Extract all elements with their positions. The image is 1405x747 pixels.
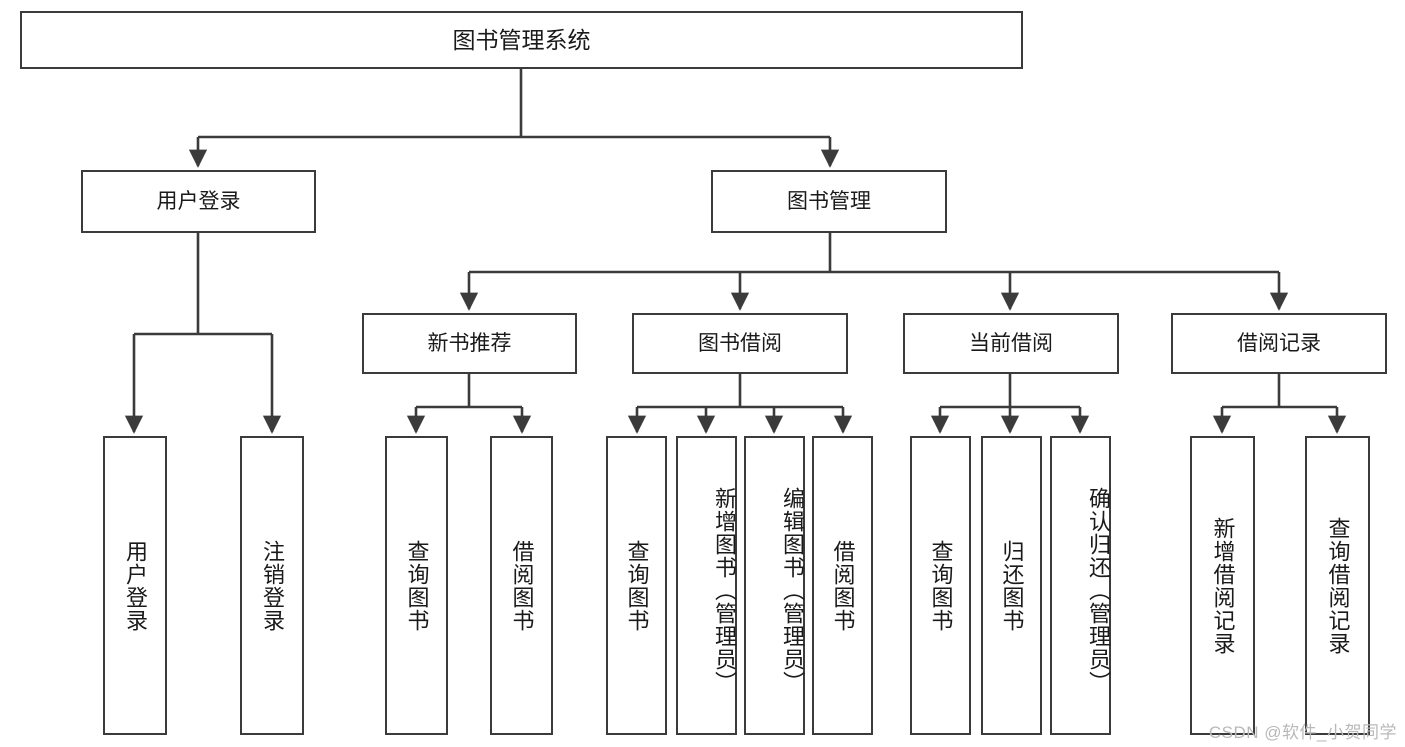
node-root-system[interactable]: 图书管理系统	[20, 11, 1023, 69]
node-book-management[interactable]: 图书管理	[711, 170, 947, 233]
node-new-book-recommend[interactable]: 新书推荐	[362, 313, 577, 374]
leaf-cb-query-book[interactable]: 查询图书	[910, 436, 971, 735]
leaf-bb-edit-book-admin[interactable]: 编辑图书（管理员）	[744, 436, 805, 735]
leaf-label: 归还图书	[999, 539, 1025, 632]
leaf-label: 查询借阅记录	[1325, 516, 1351, 655]
leaf-logout[interactable]: 注销登录	[240, 436, 304, 735]
node-book-borrow[interactable]: 图书借阅	[632, 313, 848, 374]
leaf-label: 编辑图书（管理员）	[780, 487, 805, 694]
leaf-br-query-record[interactable]: 查询借阅记录	[1305, 436, 1370, 735]
leaf-label: 查询图书	[404, 539, 430, 632]
leaf-nb-query-book[interactable]: 查询图书	[385, 436, 448, 735]
leaf-label: 借阅图书	[509, 539, 535, 632]
leaf-br-add-record[interactable]: 新增借阅记录	[1190, 436, 1255, 735]
leaf-label: 查询图书	[928, 539, 954, 632]
leaf-label: 借阅图书	[830, 539, 856, 632]
leaf-label: 确认归还（管理员）	[1086, 487, 1111, 694]
node-current-borrow[interactable]: 当前借阅	[903, 313, 1119, 374]
leaf-user-login[interactable]: 用户登录	[103, 436, 167, 735]
leaf-bb-query-book[interactable]: 查询图书	[606, 436, 667, 735]
leaf-label: 注销登录	[260, 539, 285, 632]
csdn-watermark: CSDN @软件_小贺同学	[1208, 723, 1397, 742]
leaf-label: 新增借阅记录	[1210, 516, 1236, 655]
leaf-bb-add-book-admin[interactable]: 新增图书（管理员）	[676, 436, 737, 735]
leaf-cb-return-book[interactable]: 归还图书	[981, 436, 1042, 735]
leaf-label: 用户登录	[123, 539, 148, 632]
leaf-label: 新增图书（管理员）	[712, 487, 737, 694]
node-user-login[interactable]: 用户登录	[81, 170, 316, 233]
leaf-cb-confirm-return-admin[interactable]: 确认归还（管理员）	[1050, 436, 1111, 735]
leaf-nb-borrow-book[interactable]: 借阅图书	[490, 436, 553, 735]
leaf-label: 查询图书	[624, 539, 650, 632]
leaf-bb-borrow-book[interactable]: 借阅图书	[812, 436, 873, 735]
node-borrow-record[interactable]: 借阅记录	[1171, 313, 1387, 374]
